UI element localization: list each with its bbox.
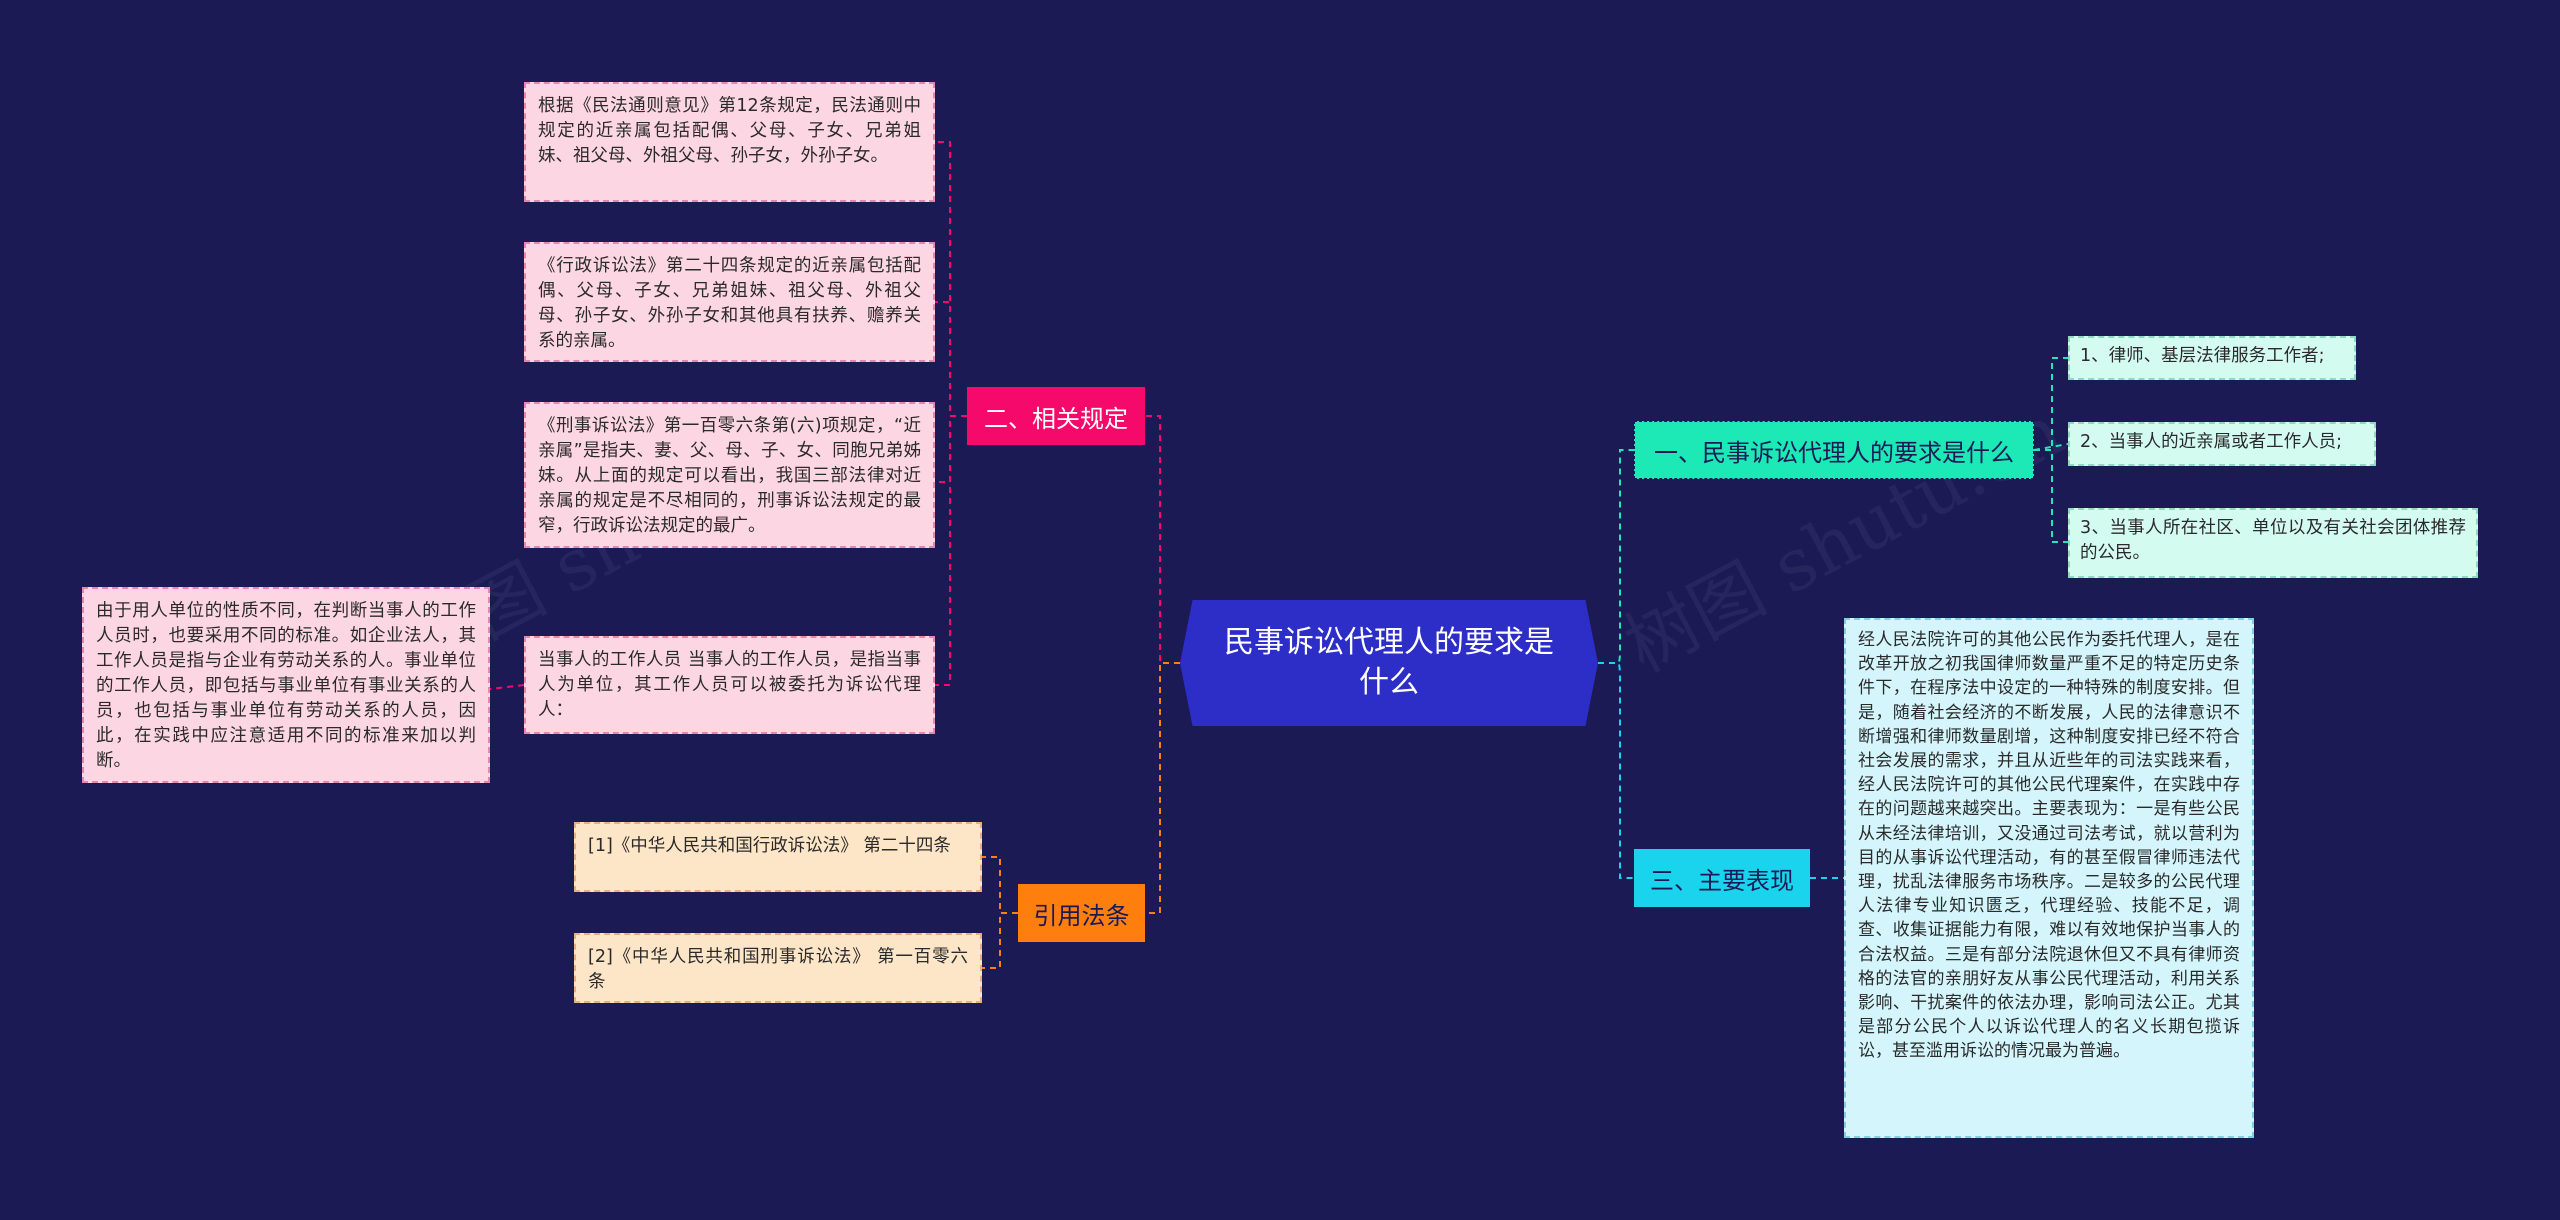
branch-citations-label: 引用法条 bbox=[1033, 901, 1130, 930]
requirement-item-2[interactable]: 2、当事人的近亲属或者工作人员; bbox=[2068, 422, 2376, 466]
branch-manifestations-label: 三、主要表现 bbox=[1650, 866, 1794, 895]
branch-regulations[interactable]: 二、相关规定 bbox=[967, 387, 1145, 445]
citation-item-1[interactable]: [1]《中华人民共和国行政诉讼法》 第二十四条 bbox=[574, 822, 982, 892]
citation-item-2[interactable]: [2]《中华人民共和国刑事诉讼法》 第一百零六条 bbox=[574, 933, 982, 1003]
regulation-item-1-text: 根据《民法通则意见》第12条规定，民法通则中规定的近亲属包括配偶、父母、子女、兄… bbox=[538, 96, 921, 166]
central-topic[interactable]: 民事诉讼代理人的要求是什么 bbox=[1180, 600, 1598, 726]
regulation-item-2[interactable]: 《行政诉讼法》第二十四条规定的近亲属包括配偶、父母、子女、兄弟姐妹、祖父母、外祖… bbox=[524, 242, 935, 362]
central-topic-label: 民事诉讼代理人的要求是什么 bbox=[1224, 625, 1554, 700]
manifestations-text[interactable]: 经人民法院许可的其他公民作为委托代理人，是在改革开放之初我国律师数量严重不足的特… bbox=[1844, 618, 2254, 1138]
regulation-item-1[interactable]: 根据《民法通则意见》第12条规定，民法通则中规定的近亲属包括配偶、父母、子女、兄… bbox=[524, 82, 935, 202]
requirement-item-3-text: 3、当事人所在社区、单位以及有关社会团体推荐的公民。 bbox=[2080, 518, 2466, 563]
branch-regulations-label: 二、相关规定 bbox=[984, 404, 1128, 433]
requirement-item-2-text: 2、当事人的近亲属或者工作人员; bbox=[2080, 432, 2343, 452]
regulation-sub-item[interactable]: 由于用人单位的性质不同，在判断当事人的工作人员时，也要采用不同的标准。如企业法人… bbox=[82, 587, 490, 783]
requirement-item-1-text: 1、律师、基层法律服务工作者; bbox=[2080, 346, 2325, 366]
regulation-item-4-text: 当事人的工作人员 当事人的工作人员，是指当事人为单位，其工作人员可以被委托为诉讼… bbox=[538, 650, 921, 720]
branch-citations[interactable]: 引用法条 bbox=[1018, 884, 1145, 942]
requirement-item-3[interactable]: 3、当事人所在社区、单位以及有关社会团体推荐的公民。 bbox=[2068, 508, 2478, 578]
regulation-item-2-text: 《行政诉讼法》第二十四条规定的近亲属包括配偶、父母、子女、兄弟姐妹、祖父母、外祖… bbox=[538, 256, 921, 351]
regulation-sub-item-text: 由于用人单位的性质不同，在判断当事人的工作人员时，也要采用不同的标准。如企业法人… bbox=[96, 601, 476, 771]
branch-requirements-label: 一、民事诉讼代理人的要求是什么 bbox=[1654, 438, 2014, 467]
regulation-item-4[interactable]: 当事人的工作人员 当事人的工作人员，是指当事人为单位，其工作人员可以被委托为诉讼… bbox=[524, 636, 935, 734]
manifestations-text-body: 经人民法院许可的其他公民作为委托代理人，是在改革开放之初我国律师数量严重不足的特… bbox=[1858, 630, 2240, 1062]
regulation-item-3[interactable]: 《刑事诉讼法》第一百零六条第(六)项规定，“近亲属”是指夫、妻、父、母、子、女、… bbox=[524, 402, 935, 548]
citation-item-2-text: [2]《中华人民共和国刑事诉讼法》 第一百零六条 bbox=[588, 947, 968, 992]
branch-requirements[interactable]: 一、民事诉讼代理人的要求是什么 bbox=[1634, 421, 2034, 479]
citation-item-1-text: [1]《中华人民共和国行政诉讼法》 第二十四条 bbox=[588, 836, 951, 856]
regulation-item-3-text: 《刑事诉讼法》第一百零六条第(六)项规定，“近亲属”是指夫、妻、父、母、子、女、… bbox=[538, 416, 921, 536]
requirement-item-1[interactable]: 1、律师、基层法律服务工作者; bbox=[2068, 336, 2356, 380]
branch-manifestations[interactable]: 三、主要表现 bbox=[1634, 849, 1810, 907]
